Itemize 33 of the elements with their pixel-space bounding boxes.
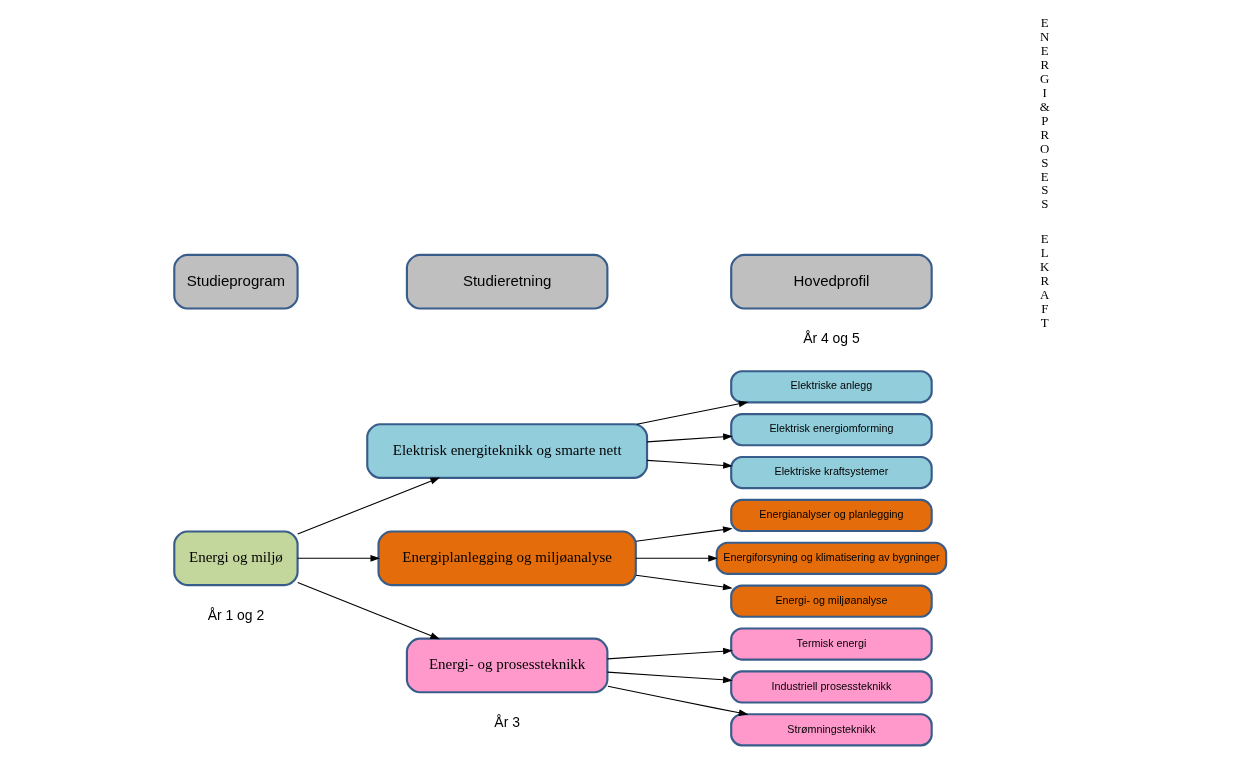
node-box: Elektriske anlegg	[730, 370, 933, 404]
node-box: Energi- og prosessteknikk	[405, 637, 609, 694]
label: ELKRAFT	[1040, 232, 1050, 330]
node-box: Energiplanlegging og miljøanalyse	[377, 530, 637, 587]
arrow	[297, 581, 440, 640]
arrow	[607, 685, 749, 717]
arrow	[646, 459, 733, 469]
node-box: Energi og miljø	[173, 530, 299, 587]
arrow	[297, 477, 440, 535]
label: År 1 og 2	[207, 606, 265, 623]
label: År 4 og 5	[803, 330, 860, 347]
node-box: Elektrisk energiteknikk og smarte nett	[366, 423, 649, 479]
arrow	[636, 400, 749, 425]
node-box: Strømningsteknikk	[730, 713, 933, 747]
node-box: Energi- og miljøanalyse	[730, 584, 933, 618]
arrow	[297, 554, 381, 562]
arrow	[606, 647, 733, 660]
arrow	[635, 574, 733, 591]
node-box: Termisk energi	[730, 627, 933, 661]
node-box: Hovedprofil	[730, 253, 933, 310]
node-box: Industriell prosessteknikk	[730, 670, 933, 704]
label: År 3	[494, 714, 520, 731]
node-box: Studieretning	[405, 253, 609, 310]
node-box: Elektrisk energiomforming	[730, 413, 933, 447]
arrow	[635, 554, 718, 562]
arrow	[646, 433, 733, 443]
node-box: Energianalyser og planlegging	[730, 498, 933, 533]
node-box: Elektriske kraftsystemer	[730, 455, 933, 490]
node-box: Energiforsyning og klimatisering av bygninger	[715, 541, 948, 575]
arrow	[635, 526, 733, 542]
arrow	[606, 671, 733, 684]
label: ENERGI&PROSESS	[1039, 16, 1050, 212]
node-box: Studieprogram	[173, 253, 299, 310]
